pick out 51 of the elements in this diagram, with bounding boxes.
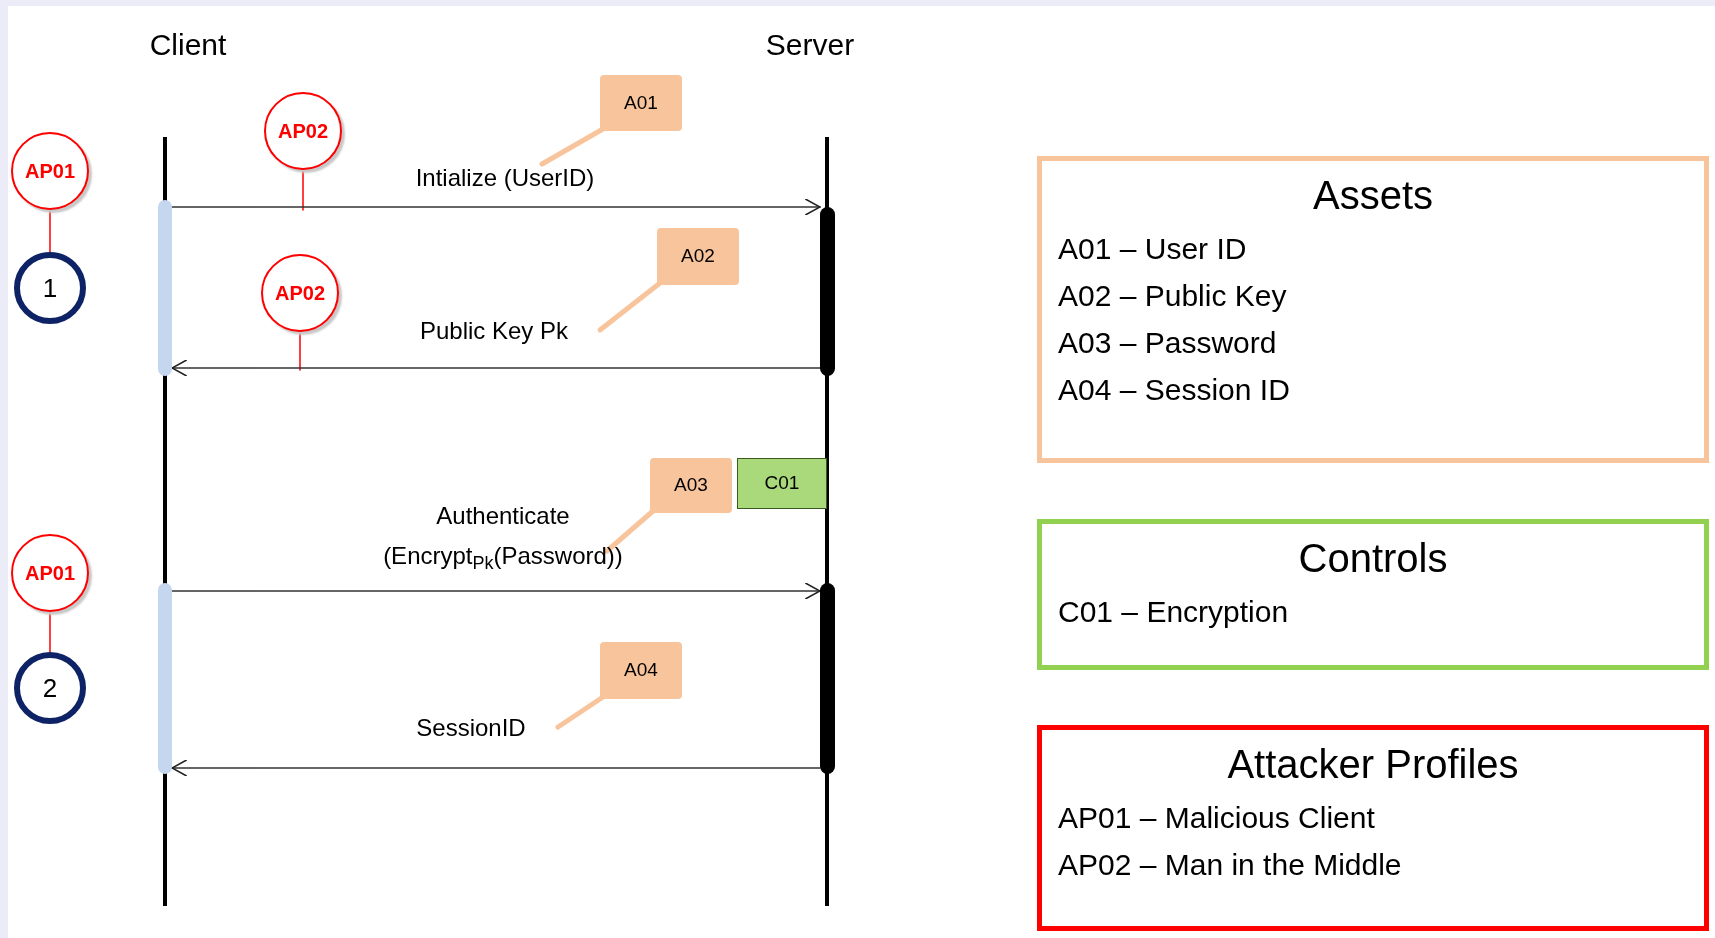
leader-line — [302, 169, 304, 211]
panel-item: A04 – Session ID — [1058, 372, 1291, 408]
panel-heading: Attacker Profiles — [1226, 741, 1520, 788]
step-number: 2 — [42, 671, 58, 705]
control-callout — [737, 458, 827, 509]
lifeline-label: Server — [750, 22, 870, 66]
activation-bar — [158, 583, 172, 774]
profile-id: AP01 — [25, 561, 75, 586]
message-arrow — [171, 359, 821, 377]
assets-panel — [1037, 156, 1709, 463]
leader-line — [555, 694, 606, 730]
connector-line — [49, 611, 51, 653]
leader-line — [604, 508, 656, 554]
profile-id: AP02 — [275, 281, 325, 306]
panel-item: AP02 – Man in the Middle — [1058, 847, 1403, 883]
step-number: 1 — [42, 271, 58, 305]
panel-item: A01 – User ID — [1058, 231, 1248, 267]
panel-heading: Controls — [1297, 535, 1449, 582]
asset-callout — [657, 228, 739, 285]
activation-bar — [820, 583, 835, 774]
callout-text: A02 — [681, 244, 715, 269]
attacker-profiles-panel — [1037, 725, 1709, 931]
activation-bar — [158, 200, 172, 376]
profile-id: AP01 — [25, 159, 75, 184]
connector-line — [49, 209, 51, 253]
callout-text: A01 — [624, 90, 658, 115]
panel-heading: Assets — [1311, 172, 1434, 219]
lifeline-label: Client — [128, 22, 248, 66]
leader-line — [539, 126, 606, 167]
panel-item: A02 – Public Key — [1058, 278, 1288, 314]
message-arrow — [171, 582, 821, 600]
activation-bar — [820, 207, 835, 376]
controls-panel — [1037, 519, 1709, 670]
asset-callout — [650, 458, 732, 513]
panel-item: C01 – Encryption — [1058, 594, 1290, 630]
asset-callout — [600, 75, 682, 131]
message-arrow — [171, 198, 821, 216]
leader-line — [597, 280, 663, 333]
edge-label: Authenticate (Encrypt$_{Pk}$(Password)) — [382, 501, 624, 575]
asset-callout — [600, 642, 682, 699]
callout-text: A03 — [674, 473, 708, 498]
leader-line — [299, 331, 301, 371]
panel-item: AP01 – Malicious Client — [1058, 800, 1376, 836]
callout-text: C01 — [764, 471, 800, 496]
edge-label: Intialize (UserID) — [414, 163, 596, 193]
message-arrow — [171, 759, 821, 777]
edge-label: SessionID — [415, 713, 527, 743]
edge-label: Public Key Pk — [418, 316, 570, 346]
panel-item: A03 – Password — [1058, 325, 1278, 361]
profile-id: AP02 — [278, 119, 328, 144]
callout-text: A04 — [624, 658, 658, 683]
